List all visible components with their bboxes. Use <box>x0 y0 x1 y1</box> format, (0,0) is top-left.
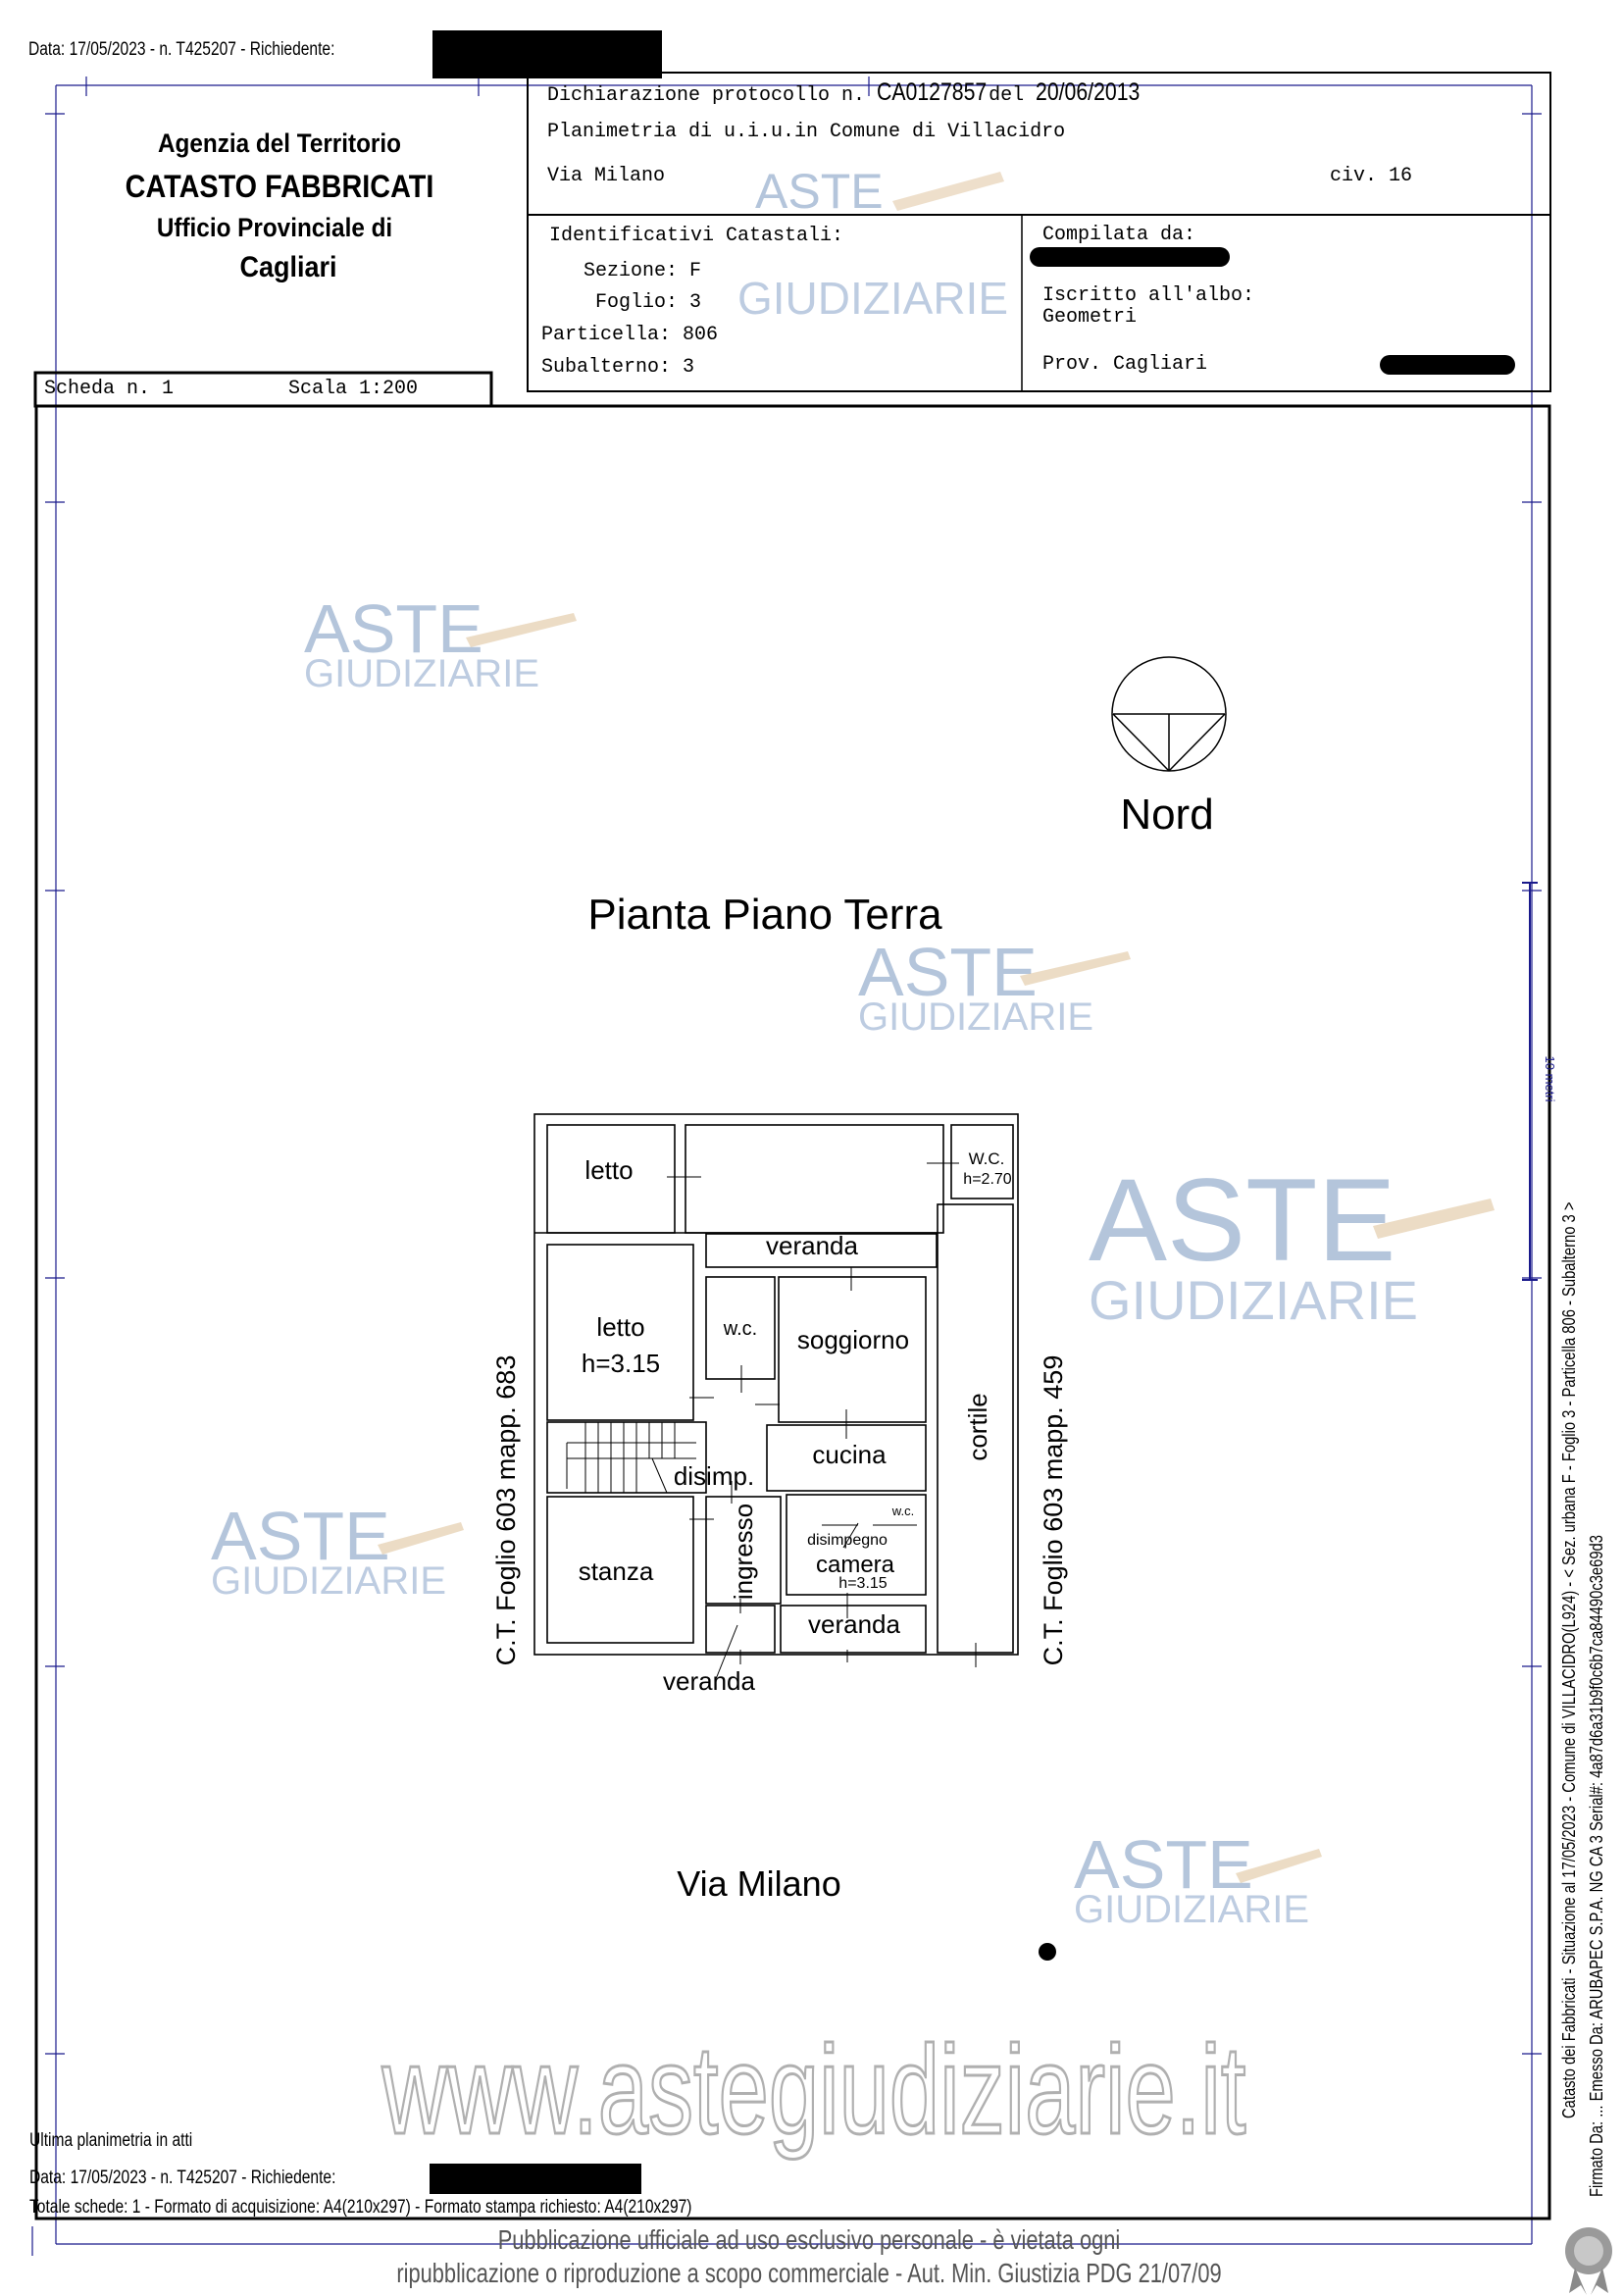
subalterno: Subalterno: 3 <box>541 356 695 379</box>
request-meta-top: Data: 17/05/2023 - n. T425207 - Richiede… <box>28 39 335 60</box>
scale-label: Scala 1:200 <box>288 378 419 400</box>
ident-title: Identificativi Catastali: <box>549 225 844 247</box>
label-stanza: stanza <box>579 1556 654 1586</box>
label-ingresso: ingresso <box>729 1504 758 1600</box>
room-stanza <box>546 1496 694 1644</box>
svg-text:GIUDIZIARIE: GIUDIZIARIE <box>1089 1269 1418 1331</box>
svg-text:ASTE: ASTE <box>858 934 1038 1010</box>
svg-text:ASTE: ASTE <box>211 1498 390 1574</box>
label-wc-top: W.C. <box>969 1149 1005 1168</box>
protocol-date: 20/06/2013 <box>1036 78 1141 106</box>
room-stairs <box>546 1421 707 1494</box>
room-labels: letto W.C. h=2.70 veranda letto h=3.15 w… <box>491 1056 1557 1904</box>
svg-text:GIUDIZIARIE: GIUDIZIARIE <box>304 652 539 695</box>
plan-title: Pianta Piano Terra <box>587 891 942 939</box>
label-cucina: cucina <box>812 1440 887 1469</box>
iscritto-label: Iscritto all'albo: <box>1042 284 1255 307</box>
label-cortile: cortile <box>963 1393 992 1460</box>
redacted-registration <box>1380 355 1515 375</box>
label-letto-height: h=3.15 <box>582 1349 660 1378</box>
room-veranda-right <box>780 1605 927 1654</box>
svg-text:ASTE: ASTE <box>755 164 884 219</box>
label-soggiorno: soggiorno <box>797 1325 909 1354</box>
side-signature-info: Firmato Da: ... Emesso Da: ARUBAPEC S.P.… <box>1587 1535 1606 2197</box>
room-wc-top <box>950 1124 1014 1199</box>
watermark-aste-3: ASTE GIUDIZIARIE <box>1089 1154 1495 1331</box>
svg-text:ASTE: ASTE <box>304 590 483 667</box>
address: Via Milano <box>547 165 666 187</box>
scale-bar-label: 10 metri <box>1543 1056 1557 1102</box>
right-neighbor-label: C.T. Foglio 603 mapp. 459 <box>1039 1355 1068 1666</box>
left-neighbor-label: C.T. Foglio 603 mapp. 683 <box>491 1355 521 1666</box>
request-meta-bottom: Data: 17/05/2023 - n. T425207 - Richiede… <box>29 2168 336 2188</box>
svg-text:GIUDIZIARIE: GIUDIZIARIE <box>1074 1888 1309 1931</box>
room-top-open <box>685 1124 944 1234</box>
reference-dot <box>1039 1943 1056 1961</box>
room-ingresso <box>705 1496 782 1605</box>
svg-text:GIUDIZIARIE: GIUDIZIARIE <box>211 1559 446 1603</box>
svg-text:ASTE: ASTE <box>1074 1826 1253 1903</box>
office-label: Ufficio Provinciale di <box>156 213 393 242</box>
label-camera-height: h=3.15 <box>838 1575 887 1592</box>
protocol-label: Dichiarazione protocollo n. <box>547 84 866 107</box>
protocol-number: CA0127857 <box>877 78 988 106</box>
room-camera <box>786 1494 927 1596</box>
watermark-aste-header: ASTE GIUDIZIARIE <box>737 164 1008 324</box>
svg-text:ASTE: ASTE <box>1089 1154 1396 1286</box>
particella: Particella: 806 <box>541 324 719 346</box>
redacted-author <box>1030 247 1230 267</box>
room-wc <box>705 1276 776 1380</box>
redacted-requester-bottom <box>430 2164 641 2194</box>
label-veranda-top: veranda <box>766 1231 858 1260</box>
watermark-aste-1: ASTE GIUDIZIARIE <box>304 590 577 695</box>
total-sheets: Totale schede: 1 - Formato di acquisizio… <box>29 2197 692 2218</box>
room-letto <box>546 1244 694 1421</box>
room-soggiorno <box>778 1276 927 1423</box>
publication-notice-2: ripubblicazione o riproduzione a scopo c… <box>396 2258 1222 2288</box>
office-city: Cagliari <box>239 251 337 283</box>
watermark-url: www.astegiudiziarie.it <box>381 2019 1246 2160</box>
label-wc-small: w.c. <box>891 1504 914 1518</box>
albo-value: Geometri <box>1042 306 1138 329</box>
civic-number: civ. 16 <box>1330 165 1413 187</box>
header-boxes <box>33 72 1551 2220</box>
foglio: Foglio: 3 <box>595 291 702 314</box>
compilata-label: Compilata da: <box>1042 224 1196 246</box>
label-veranda-right: veranda <box>808 1609 900 1639</box>
svg-text:GIUDIZIARIE: GIUDIZIARIE <box>858 995 1093 1039</box>
side-cadastre-info: Catasto dei Fabbricati - Situazione al 1… <box>1559 1201 1579 2118</box>
publication-notice-1: Pubblicazione ufficiale ad uso esclusivo… <box>497 2224 1121 2255</box>
seal-icon <box>1565 2227 1612 2295</box>
label-wc: w.c. <box>723 1318 757 1340</box>
label-veranda-bottom: veranda <box>663 1666 755 1696</box>
svg-text:GIUDIZIARIE: GIUDIZIARIE <box>737 273 1008 324</box>
scheda-number: Scheda n. 1 <box>44 378 175 400</box>
planimetria-line: Planimetria di u.i.u.in Comune di Villac… <box>547 121 1066 143</box>
protocol-line: Dichiarazione protocollo n. CA0127857del… <box>547 78 1158 107</box>
north-label: Nord <box>1120 791 1213 839</box>
label-letto: letto <box>596 1312 644 1342</box>
blue-frame <box>31 77 1542 2256</box>
scale-bar <box>1522 882 1538 1281</box>
sezione: Sezione: F <box>584 260 702 282</box>
floor-plan <box>533 1113 1019 1680</box>
label-letto-top: letto <box>584 1155 633 1185</box>
last-plan-note: Ultima planimetria in atti <box>29 2130 193 2151</box>
street-label: Via Milano <box>677 1863 840 1904</box>
province: Prov. Cagliari <box>1042 353 1208 376</box>
watermark-aste-5: ASTE GIUDIZIARIE <box>1074 1826 1322 1931</box>
label-camera: camera <box>816 1552 895 1578</box>
label-disimp: disimp. <box>674 1461 754 1491</box>
agency-name: Agenzia del Territorio <box>158 128 401 158</box>
watermark-aste-2: ASTE GIUDIZIARIE <box>858 934 1131 1039</box>
room-veranda-top <box>705 1233 938 1268</box>
label-wc-top-height: h=2.70 <box>963 1171 1011 1188</box>
redacted-requester-top <box>432 30 662 78</box>
watermark-aste-4: ASTE GIUDIZIARIE <box>211 1498 464 1603</box>
protocol-del: del <box>989 84 1025 107</box>
catasto-title: CATASTO FABBRICATI <box>125 169 434 204</box>
label-disimpegno: disimpegno <box>807 1532 888 1549</box>
north-arrow-icon <box>1111 656 1227 772</box>
